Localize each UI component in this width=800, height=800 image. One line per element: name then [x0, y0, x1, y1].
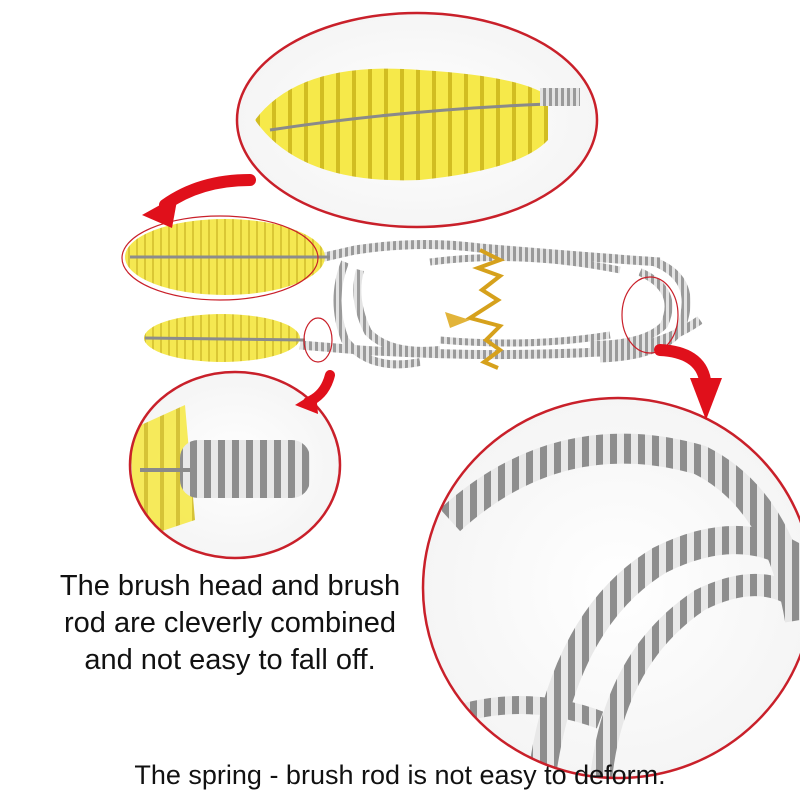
caption-head-rod: The brush head and brush rod are cleverl…: [59, 570, 401, 676]
zoom-callout-joint: [128, 370, 342, 560]
callout-arrow-top: [142, 174, 256, 228]
caption-spring: The spring - brush rod is not easy to de…: [134, 760, 666, 790]
callout-arrow-right: [654, 344, 722, 420]
zoom-callout-brush-head: [235, 11, 599, 229]
small-brush-head: [144, 314, 306, 362]
gold-twist-tie: [445, 248, 506, 370]
zoom-callout-spring-rod: [421, 396, 800, 780]
callout-arrow-left: [295, 370, 335, 414]
highlight-ring-brush: [121, 215, 319, 301]
highlight-ring-spring: [621, 276, 679, 354]
spring-loops: [299, 239, 703, 369]
highlight-ring-joint: [303, 317, 333, 363]
large-brush-head: [125, 219, 330, 295]
